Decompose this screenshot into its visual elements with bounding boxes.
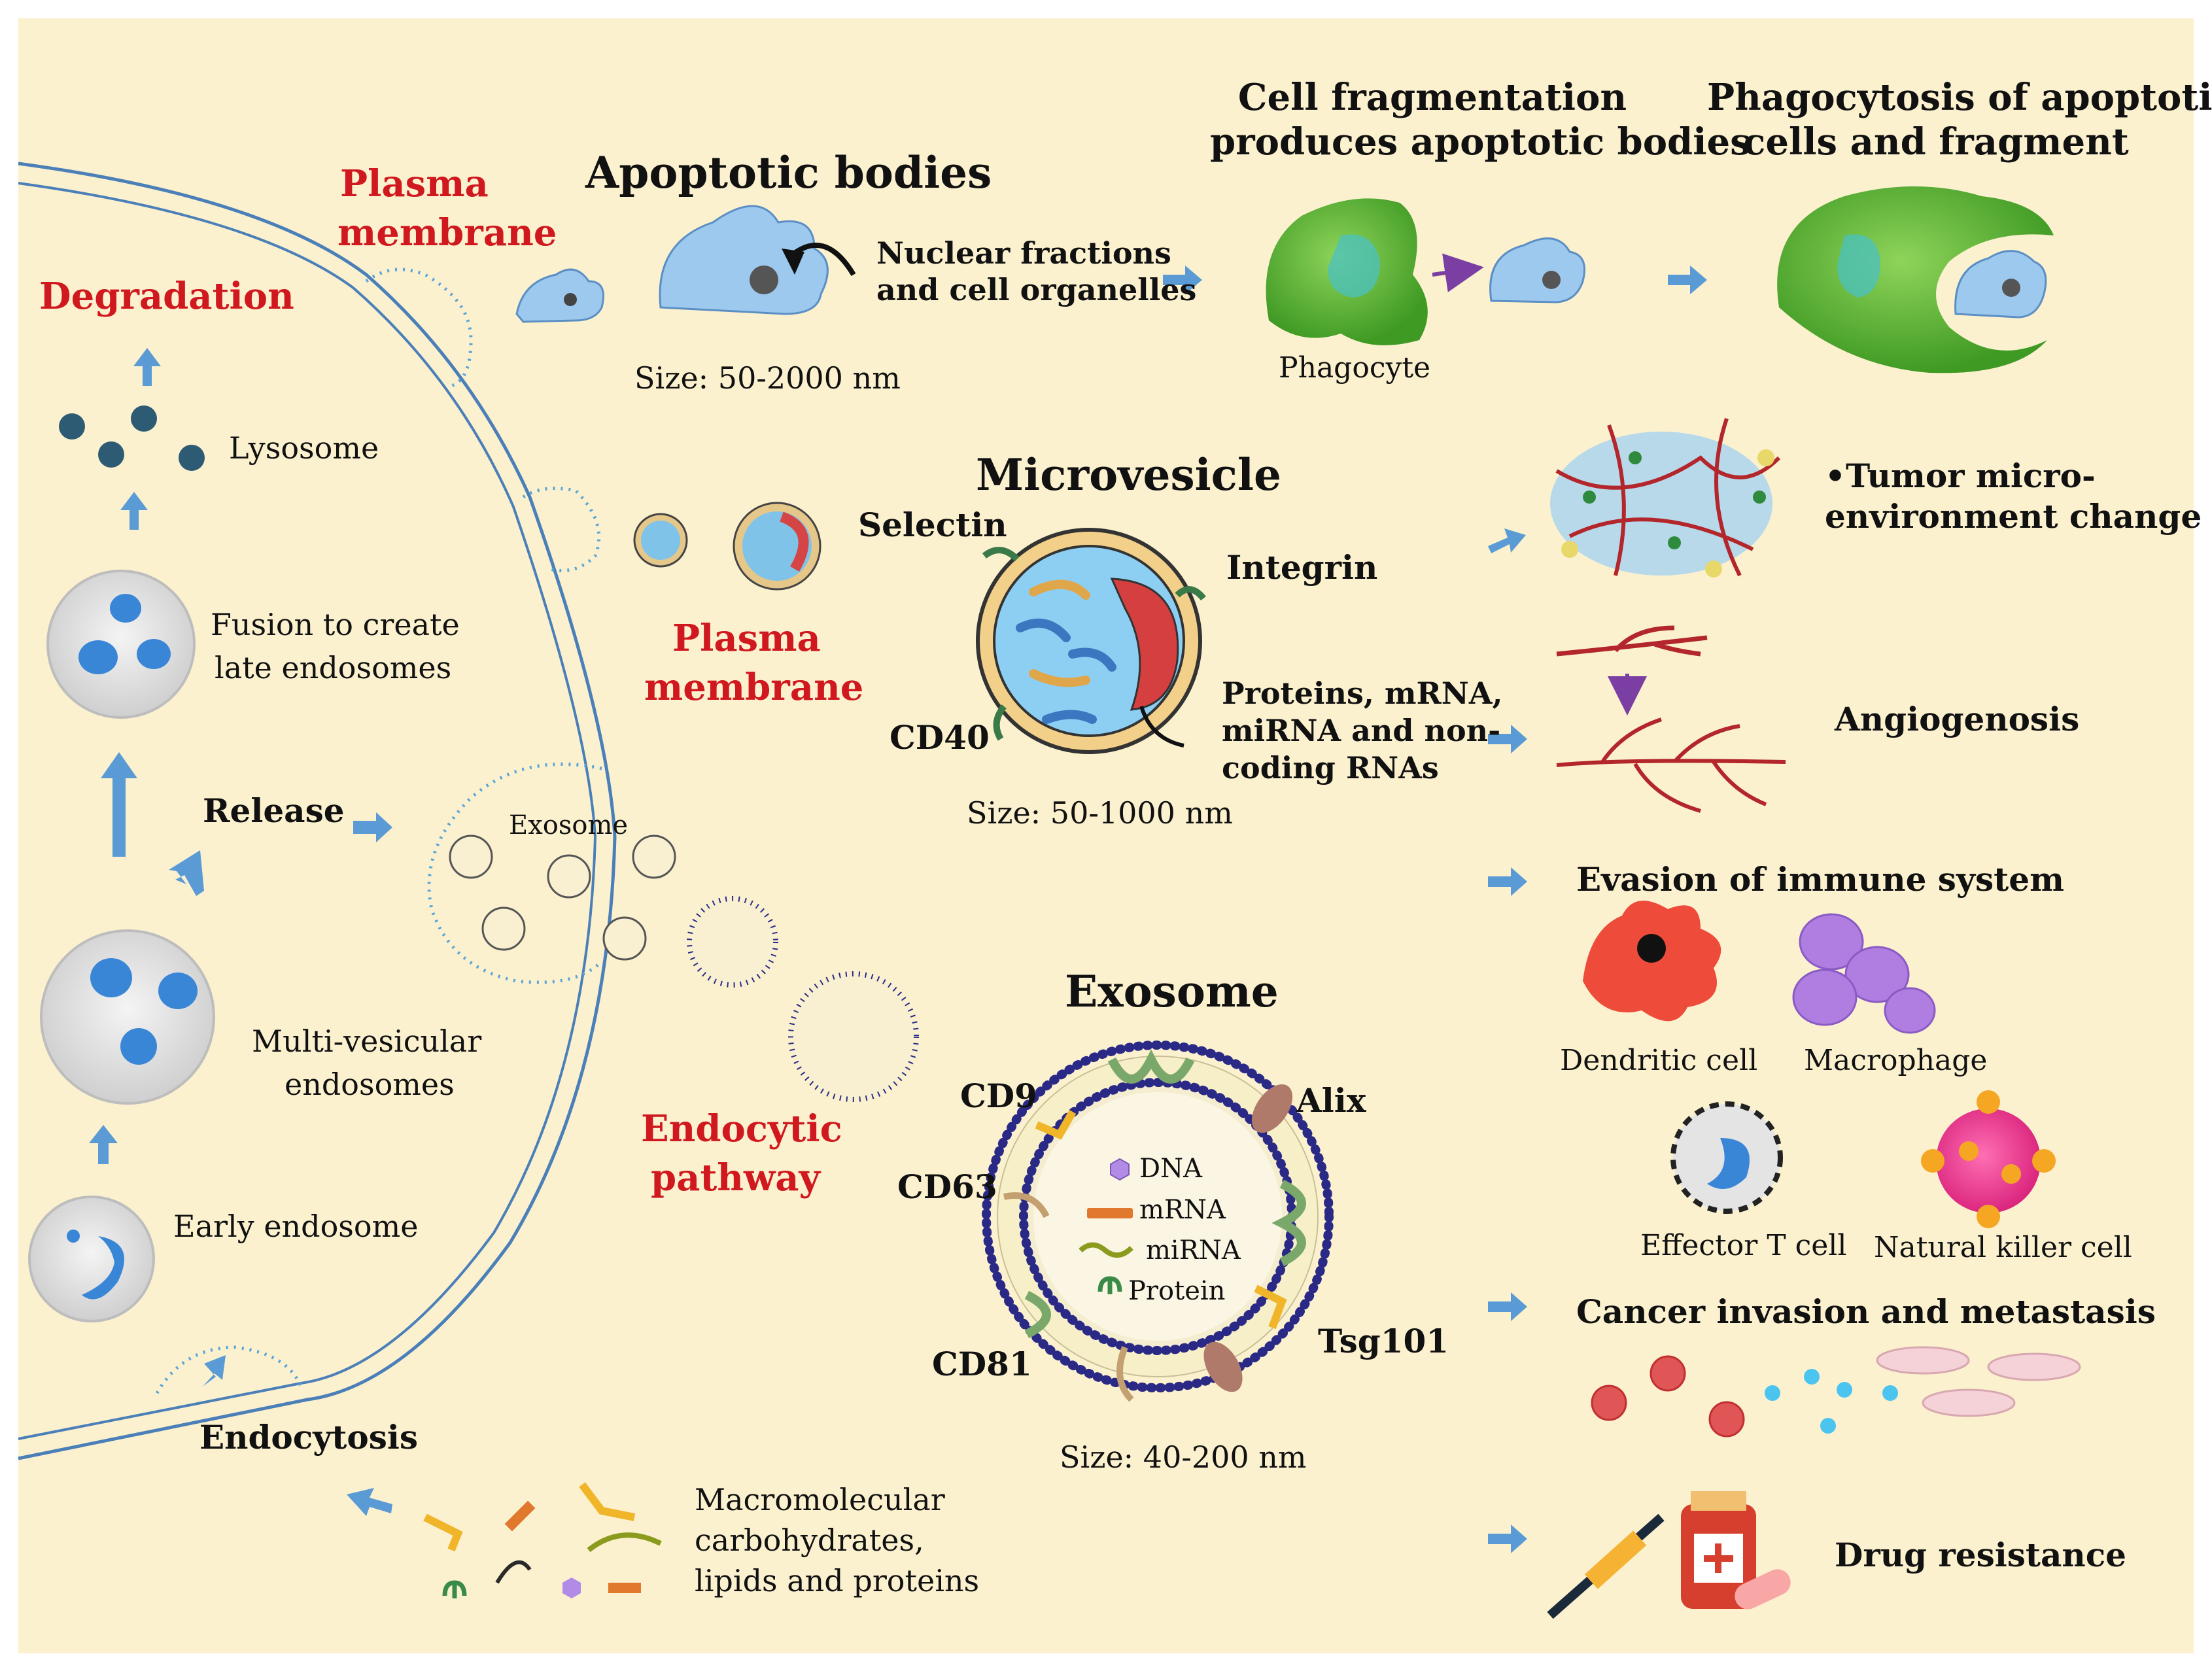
label-exosome-size: Size: 40-200 nm xyxy=(1060,1439,1307,1475)
label-nuclear-line1: Nuclear fractions xyxy=(876,235,1171,271)
legend-mirna: miRNA xyxy=(1146,1235,1241,1266)
label-exosome-small: Exosome xyxy=(509,810,629,840)
label-macromolecules-line1: Macromolecular xyxy=(695,1482,945,1517)
label-plasma-membrane-mid-line2: membrane xyxy=(644,666,864,709)
dendritic-cell-icon xyxy=(1583,901,1721,1022)
late-endosome-icon xyxy=(46,570,196,719)
label-fragmentation-line1: Cell fragmentation xyxy=(1237,76,1627,119)
label-fusion-line2: late endosomes xyxy=(215,650,452,685)
label-cd63: CD63 xyxy=(897,1167,997,1206)
label-phagocytosis-line1: Phagocytosis of apoptotic xyxy=(1707,76,2212,119)
exosome-medium-icons xyxy=(687,896,919,1102)
mve-fusion-membrane xyxy=(427,762,603,984)
label-plasma-membrane-top-line2: membrane xyxy=(337,211,557,254)
effector-t-cell-icon xyxy=(1670,1101,1783,1214)
label-fragmentation-line2: produces apoptotic bodies xyxy=(1210,120,1751,164)
label-plasma-membrane-mid-line1: Plasma xyxy=(672,617,821,660)
legend-dna: DNA xyxy=(1139,1154,1202,1184)
legend-mrna: mRNA xyxy=(1139,1195,1226,1225)
flow-arrows xyxy=(89,266,1707,1553)
title-apoptotic-bodies: Apoptotic bodies xyxy=(585,147,992,198)
label-macromolecules-line2: carbohydrates, xyxy=(695,1523,924,1558)
label-degradation: Degradation xyxy=(39,275,294,318)
label-tsg101: Tsg101 xyxy=(1318,1322,1449,1360)
label-release: Release xyxy=(203,791,345,830)
label-fusion-line1: Fusion to create xyxy=(211,607,460,642)
label-cancer-invasion: Cancer invasion and metastasis xyxy=(1576,1292,2156,1331)
label-mv-cargo-line2: miRNA and non- xyxy=(1222,713,1501,748)
apoptotic-body-mid xyxy=(1489,237,1585,303)
label-endocytic-line1: Endocytic xyxy=(641,1107,842,1150)
title-microvesicle: Microvesicle xyxy=(976,449,1281,500)
bud-microvesicle xyxy=(522,487,601,572)
label-evasion: Evasion of immune system xyxy=(1576,860,2064,899)
macrophage-icon xyxy=(1792,913,1936,1034)
cancer-metastasis-icon xyxy=(1591,1346,2081,1438)
bud-endocytosis xyxy=(155,1345,303,1394)
label-nk-cell: Natural killer cell xyxy=(1874,1231,2132,1264)
exosome-icon xyxy=(982,1041,1334,1402)
label-mv-cargo-line1: Proteins, mRNA, xyxy=(1222,676,1503,711)
label-endocytosis: Endocytosis xyxy=(199,1418,419,1456)
label-dendritic-cell: Dendritic cell xyxy=(1560,1044,1758,1077)
label-drug-resistance: Drug resistance xyxy=(1835,1536,2126,1574)
label-mve-line2: endosomes xyxy=(285,1067,455,1102)
label-plasma-membrane-top-line1: Plasma xyxy=(340,162,489,205)
label-cd40: CD40 xyxy=(890,718,990,757)
early-endosome-icon xyxy=(28,1196,155,1322)
label-phagocyte: Phagocyte xyxy=(1279,351,1431,385)
label-mve-line1: Multi-vesicular xyxy=(252,1024,482,1059)
apoptotic-body-small xyxy=(515,268,604,323)
drug-resistance-icon xyxy=(1547,1491,1791,1619)
label-selectin: Selectin xyxy=(858,506,1007,544)
bud-apoptotic xyxy=(365,267,473,388)
label-nuclear-line2: and cell organelles xyxy=(876,272,1197,307)
macromolecules-icon xyxy=(423,1482,662,1598)
label-mv-size: Size: 50-1000 nm xyxy=(967,795,1233,831)
label-lysosome: Lysosome xyxy=(229,430,379,466)
legend-protein: Protein xyxy=(1128,1276,1226,1306)
label-macromolecules-line3: lipids and proteins xyxy=(695,1563,980,1598)
angiogenesis-icon xyxy=(1556,625,1786,813)
natural-killer-cell-icon xyxy=(1921,1090,2056,1228)
lysosome-dots xyxy=(59,405,205,471)
exosome-small-icons xyxy=(449,835,676,961)
tumor-microenvironment-icon xyxy=(1550,418,1781,577)
label-phagocytosis-line2: cells and fragment xyxy=(1743,120,2129,164)
label-integrin: Integrin xyxy=(1226,548,1378,587)
microvesicle-icon xyxy=(976,528,1206,754)
title-exosome: Exosome xyxy=(1065,966,1279,1017)
label-mv-cargo-line3: coding RNAs xyxy=(1222,750,1439,785)
label-cd9: CD9 xyxy=(960,1077,1037,1115)
mve-icon xyxy=(40,929,215,1105)
cell-membrane xyxy=(18,162,617,1460)
label-tumor-line1: •Tumor micro- xyxy=(1825,457,2096,495)
phagocyte-engulfing-icon xyxy=(1777,186,2054,373)
apoptotic-body-large xyxy=(659,205,856,315)
label-early-endosome: Early endosome xyxy=(173,1209,419,1244)
label-angiogenesis: Angiogenosis xyxy=(1835,700,2080,738)
phagocyte-icon xyxy=(1266,198,1484,345)
label-tumor-line2: environment change xyxy=(1825,497,2202,536)
label-macrophage: Macrophage xyxy=(1804,1044,1988,1077)
microvesicle-small-icons xyxy=(633,502,821,591)
label-endocytic-line2: pathway xyxy=(651,1156,821,1199)
label-effector-t-cell: Effector T cell xyxy=(1640,1229,1847,1262)
label-apoptotic-size: Size: 50-2000 nm xyxy=(634,360,901,396)
label-cd81: CD81 xyxy=(932,1345,1032,1383)
label-alix: Alix xyxy=(1296,1081,1366,1120)
